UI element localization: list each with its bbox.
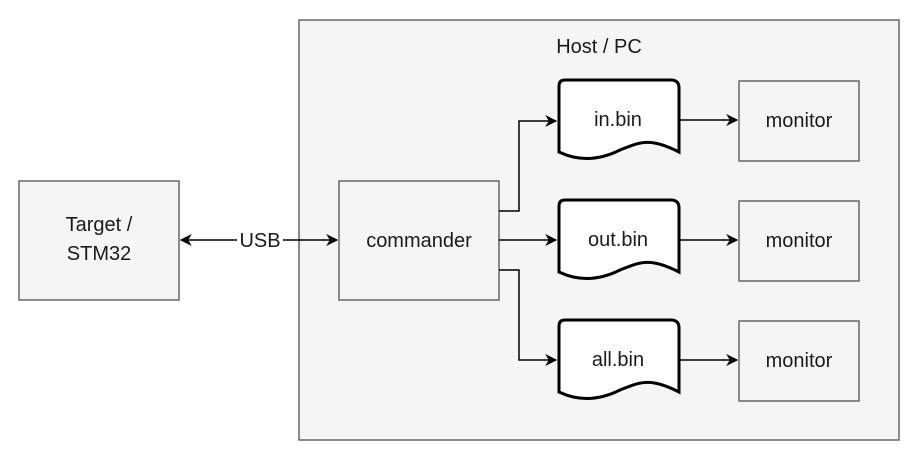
commander-label: commander [366,230,472,252]
commander-box: commander [338,180,500,301]
monitor-label-1: monitor [766,110,833,132]
host-title: Host / PC [556,36,642,58]
arrow-to-all-bin [499,269,558,366]
arrow-to-in-bin [499,115,558,212]
monitor-label-2: monitor [766,230,833,252]
monitor-box-2: monitor [738,200,860,282]
file-in-bin: in.bin [557,78,681,161]
target-box: Target / STM32 [18,180,180,301]
target-label-line1: Target / [66,214,133,236]
file-label-in-bin: in.bin [594,109,642,131]
monitor-label-3: monitor [766,350,833,372]
file-connectors [679,114,739,366]
monitor-box-3: monitor [738,320,860,402]
monitor-box-1: monitor [738,80,860,162]
usb-label: USB [239,230,280,252]
usb-link: USB [179,228,339,252]
file-label-all-bin: all.bin [592,349,644,371]
file-out-bin: out.bin [557,198,681,281]
usb-label-bg [237,228,283,252]
file-label-out-bin: out.bin [588,229,648,251]
commander-connectors [499,115,558,366]
target-label-line2: STM32 [67,243,131,265]
file-all-bin: all.bin [557,318,681,401]
